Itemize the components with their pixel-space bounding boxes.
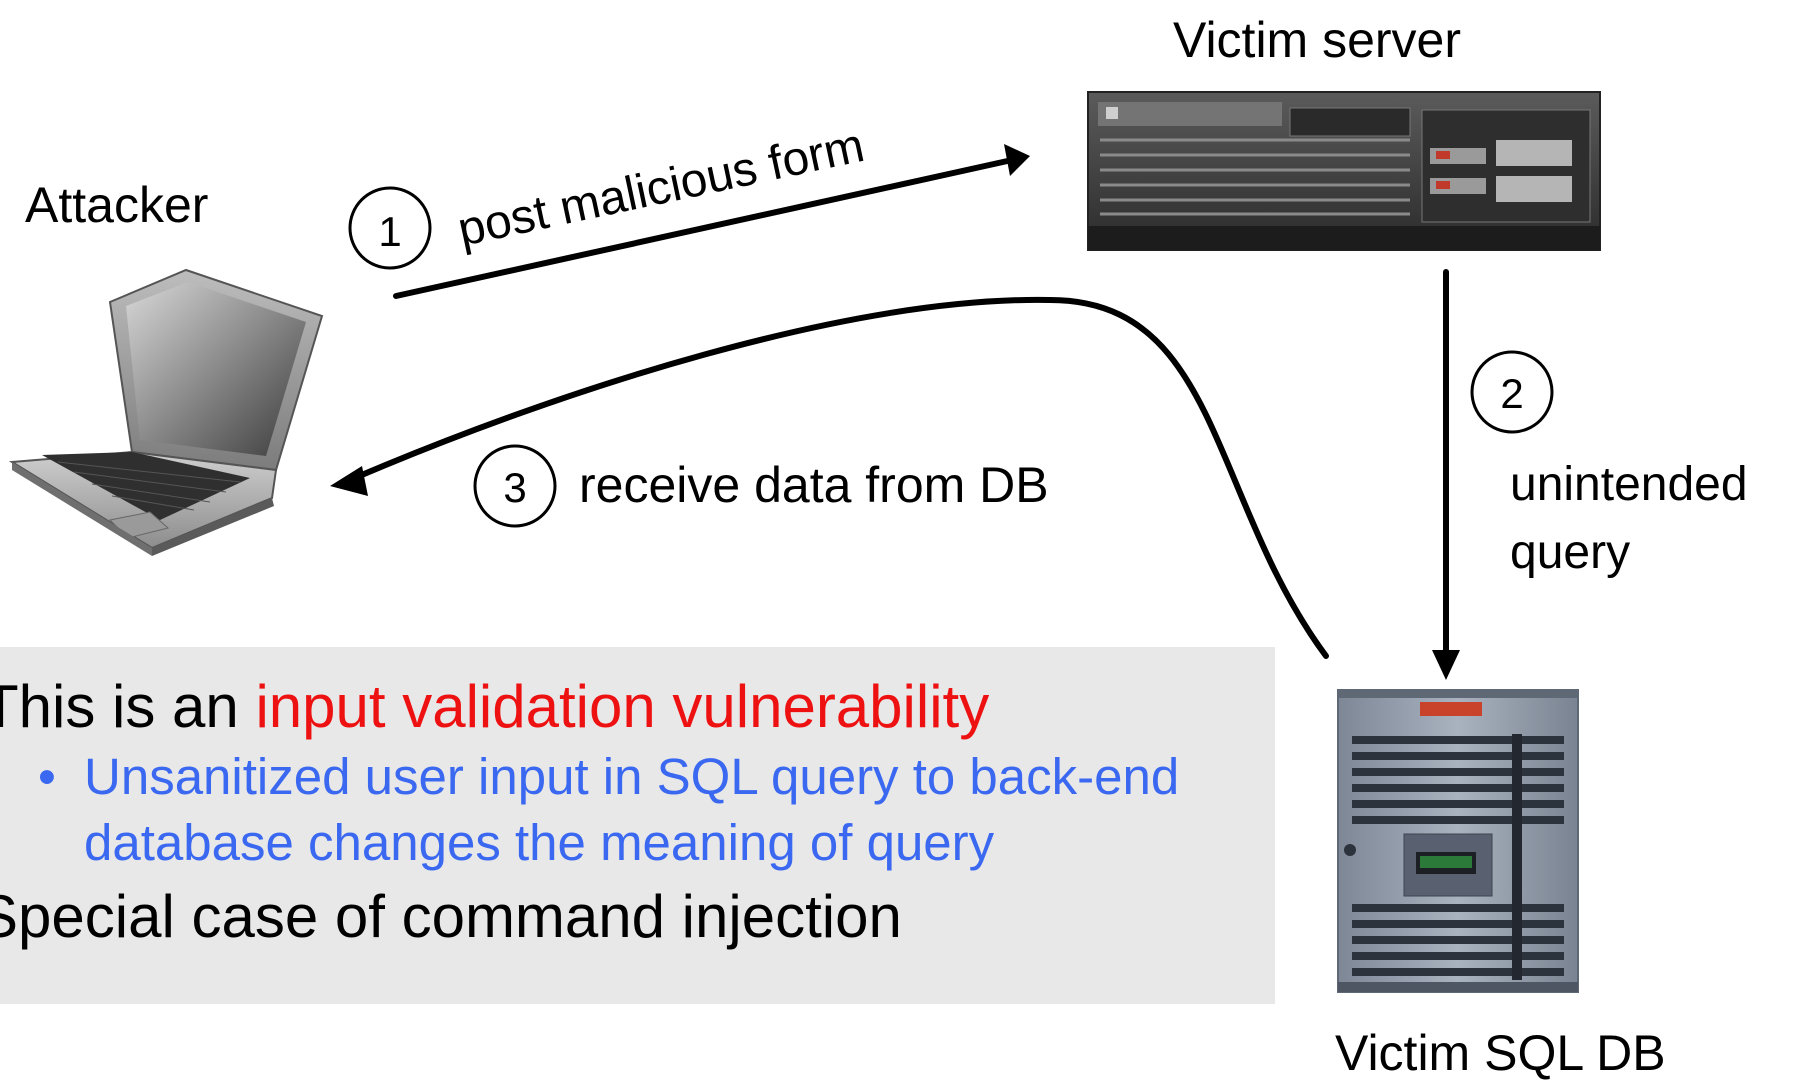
arrowheads bbox=[330, 144, 1460, 680]
step3-label: receive data from DB bbox=[579, 457, 1049, 513]
arrow-step3 bbox=[347, 296, 1329, 659]
note-sub-line-1: Unsanitized user input in SQL query to b… bbox=[84, 748, 1180, 805]
bullet-marker: • bbox=[38, 748, 56, 805]
arrowhead-step1 bbox=[1004, 144, 1030, 176]
database-server-icon bbox=[1337, 689, 1579, 993]
laptop-icon bbox=[8, 268, 324, 556]
step2-number: 2 bbox=[1500, 370, 1523, 417]
step2-marker: 2 bbox=[1470, 350, 1554, 434]
attacker-label: Attacker bbox=[25, 177, 209, 233]
step1-number: 1 bbox=[378, 208, 401, 255]
arrowhead-step3 bbox=[330, 466, 368, 496]
victim-db-label: Victim SQL DB bbox=[1335, 1025, 1666, 1081]
victim-server-label: Victim server bbox=[1173, 12, 1462, 68]
note-sub-line-2: database changes the meaning of query bbox=[84, 814, 995, 871]
note-line-1: This is an input validation vulnerabilit… bbox=[0, 677, 989, 737]
server-icon bbox=[1087, 91, 1601, 251]
arrowhead-step2 bbox=[1432, 650, 1460, 680]
arrow-step1 bbox=[393, 157, 1015, 299]
note-line-2: Special case of command injection bbox=[0, 883, 902, 950]
explanation-box: This is an input validation vulnerabilit… bbox=[0, 647, 1275, 1004]
step3-marker: 3 bbox=[473, 444, 557, 528]
step1-marker: 1 bbox=[348, 186, 432, 270]
note-highlight: input validation vulnerability bbox=[255, 673, 990, 740]
step3-number: 3 bbox=[503, 464, 526, 511]
step2-label-line2: query bbox=[1510, 526, 1630, 579]
step2-label-line1: unintended bbox=[1510, 458, 1748, 511]
note-line-1-prefix: This is an bbox=[0, 673, 256, 740]
